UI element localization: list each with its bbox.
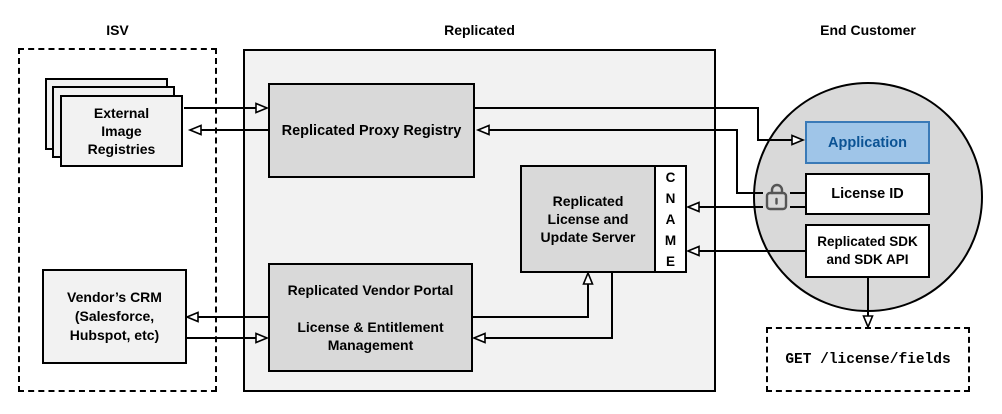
isv-group-frame [18,48,217,392]
replicated-sdk-node: Replicated SDK and SDK API [805,224,930,278]
replicated-column-header: Replicated [444,22,515,38]
vendor-crm-node: Vendor’s CRM (Salesforce, Hubspot, etc) [42,269,187,364]
application-node: Application [805,121,930,164]
license-id-node: License ID [805,173,930,215]
cname-node: C N A M E [654,165,687,273]
replicated-license-update-server-node: Replicated License and Update Server [520,165,656,273]
license-fields-request-node: GET /license/fields [766,327,970,392]
replicated-proxy-registry-node: Replicated Proxy Registry [268,83,475,178]
isv-column-header: ISV [106,22,129,38]
open-lock-icon [765,183,788,211]
end-customer-column-header: End Customer [820,22,916,38]
replicated-vendor-portal-node: Replicated Vendor Portal License & Entit… [268,263,473,372]
external-image-registries-node: External Image Registries [60,95,183,167]
